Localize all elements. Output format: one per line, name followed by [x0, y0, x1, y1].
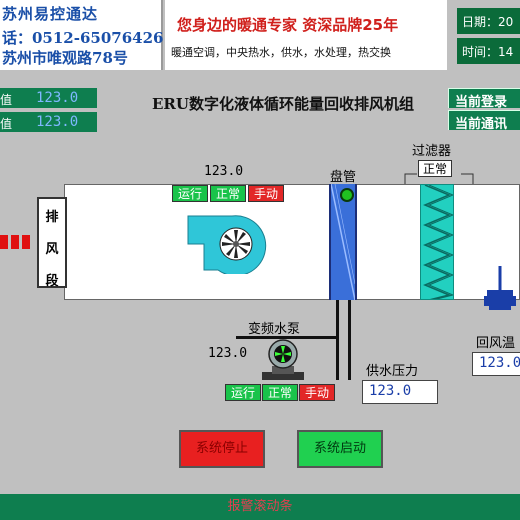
system-stop-button[interactable]: 系统停止 — [179, 430, 265, 468]
slogan-title: 您身边的暖通专家 资深品牌25年 — [177, 16, 399, 34]
pump-reading: 123.0 — [208, 346, 248, 361]
pump-manual-status: 手动 — [299, 384, 335, 401]
coil-label: 盘管 — [330, 170, 357, 185]
time-display: 时间：14 — [457, 38, 520, 64]
section-char: 风 — [45, 242, 59, 257]
pump-pipe-left — [236, 336, 300, 339]
return-temp-value: 123.0 — [472, 352, 520, 376]
pump-label: 变频水泵 — [248, 322, 301, 337]
air-filter[interactable] — [420, 184, 454, 300]
exhaust-section-box: 排 风 段 — [37, 197, 67, 289]
datetime-panel: 日期：20 时间：14 — [449, 0, 520, 70]
page-title: ERU数字化液体循环能量回收排风机组 — [152, 95, 414, 113]
left-value-number: 123.0 — [36, 114, 79, 130]
system-start-button[interactable]: 系统启动 — [297, 430, 383, 468]
filter-status: 正常 — [418, 160, 452, 177]
return-temp-label: 回风温 — [476, 336, 516, 351]
date-display: 日期：20 — [457, 8, 520, 34]
filter-bracket-icon — [404, 173, 474, 184]
pump-run-status: 运行 — [225, 384, 261, 401]
fan-reading: 123.0 — [204, 164, 244, 179]
temperature-sensor-icon — [484, 266, 516, 310]
company-name: 苏州易控通达 — [2, 5, 99, 23]
alarm-scroll-bar: 报警滚动条 — [0, 494, 520, 520]
supply-pipe — [336, 300, 339, 380]
company-info-panel: 苏州易控通达 话：0512-65076426 苏州市唯观路78号 — [0, 0, 163, 70]
left-value-label: 值 — [0, 93, 13, 107]
supply-pressure-value: 123.0 — [362, 380, 438, 404]
inlet-indicator — [22, 235, 30, 249]
coil-indicator-icon — [340, 188, 354, 202]
supply-pressure-label: 供水压力 — [366, 364, 419, 379]
section-char: 排 — [45, 210, 59, 225]
slogan-panel: 您身边的暖通专家 资深品牌25年 暖通空调，中央热水，供水，水处理，热交换 — [165, 0, 447, 70]
filter-pleats-icon — [423, 185, 453, 299]
current-comm-button[interactable]: 当前通讯 — [448, 110, 520, 130]
filter-label: 过滤器 — [412, 144, 452, 159]
left-value-label: 值 — [0, 117, 13, 131]
fan-normal-status: 正常 — [210, 185, 246, 202]
company-address: 苏州市唯观路78号 — [2, 49, 128, 67]
inlet-indicator — [11, 235, 19, 249]
company-phone: 话：0512-65076426 — [2, 29, 164, 47]
pump-pipe — [300, 336, 339, 339]
section-char: 段 — [45, 274, 59, 289]
heat-coil[interactable] — [329, 184, 357, 300]
left-value-number: 123.0 — [36, 90, 79, 106]
exhaust-fan-icon[interactable] — [182, 208, 268, 274]
slogan-subtitle: 暖通空调，中央热水，供水，水处理，热交换 — [171, 46, 391, 59]
left-value-row-1: 值 123.0 — [0, 88, 97, 108]
fan-run-status: 运行 — [172, 185, 208, 202]
coil-stripes-icon — [331, 184, 355, 300]
return-pipe — [348, 300, 351, 380]
pump-normal-status: 正常 — [262, 384, 298, 401]
current-login-button[interactable]: 当前登录 — [448, 88, 520, 108]
inlet-indicator — [0, 235, 8, 249]
left-value-row-2: 值 123.0 — [0, 112, 97, 132]
fan-manual-status: 手动 — [248, 185, 284, 202]
water-pump-icon[interactable] — [258, 338, 308, 382]
